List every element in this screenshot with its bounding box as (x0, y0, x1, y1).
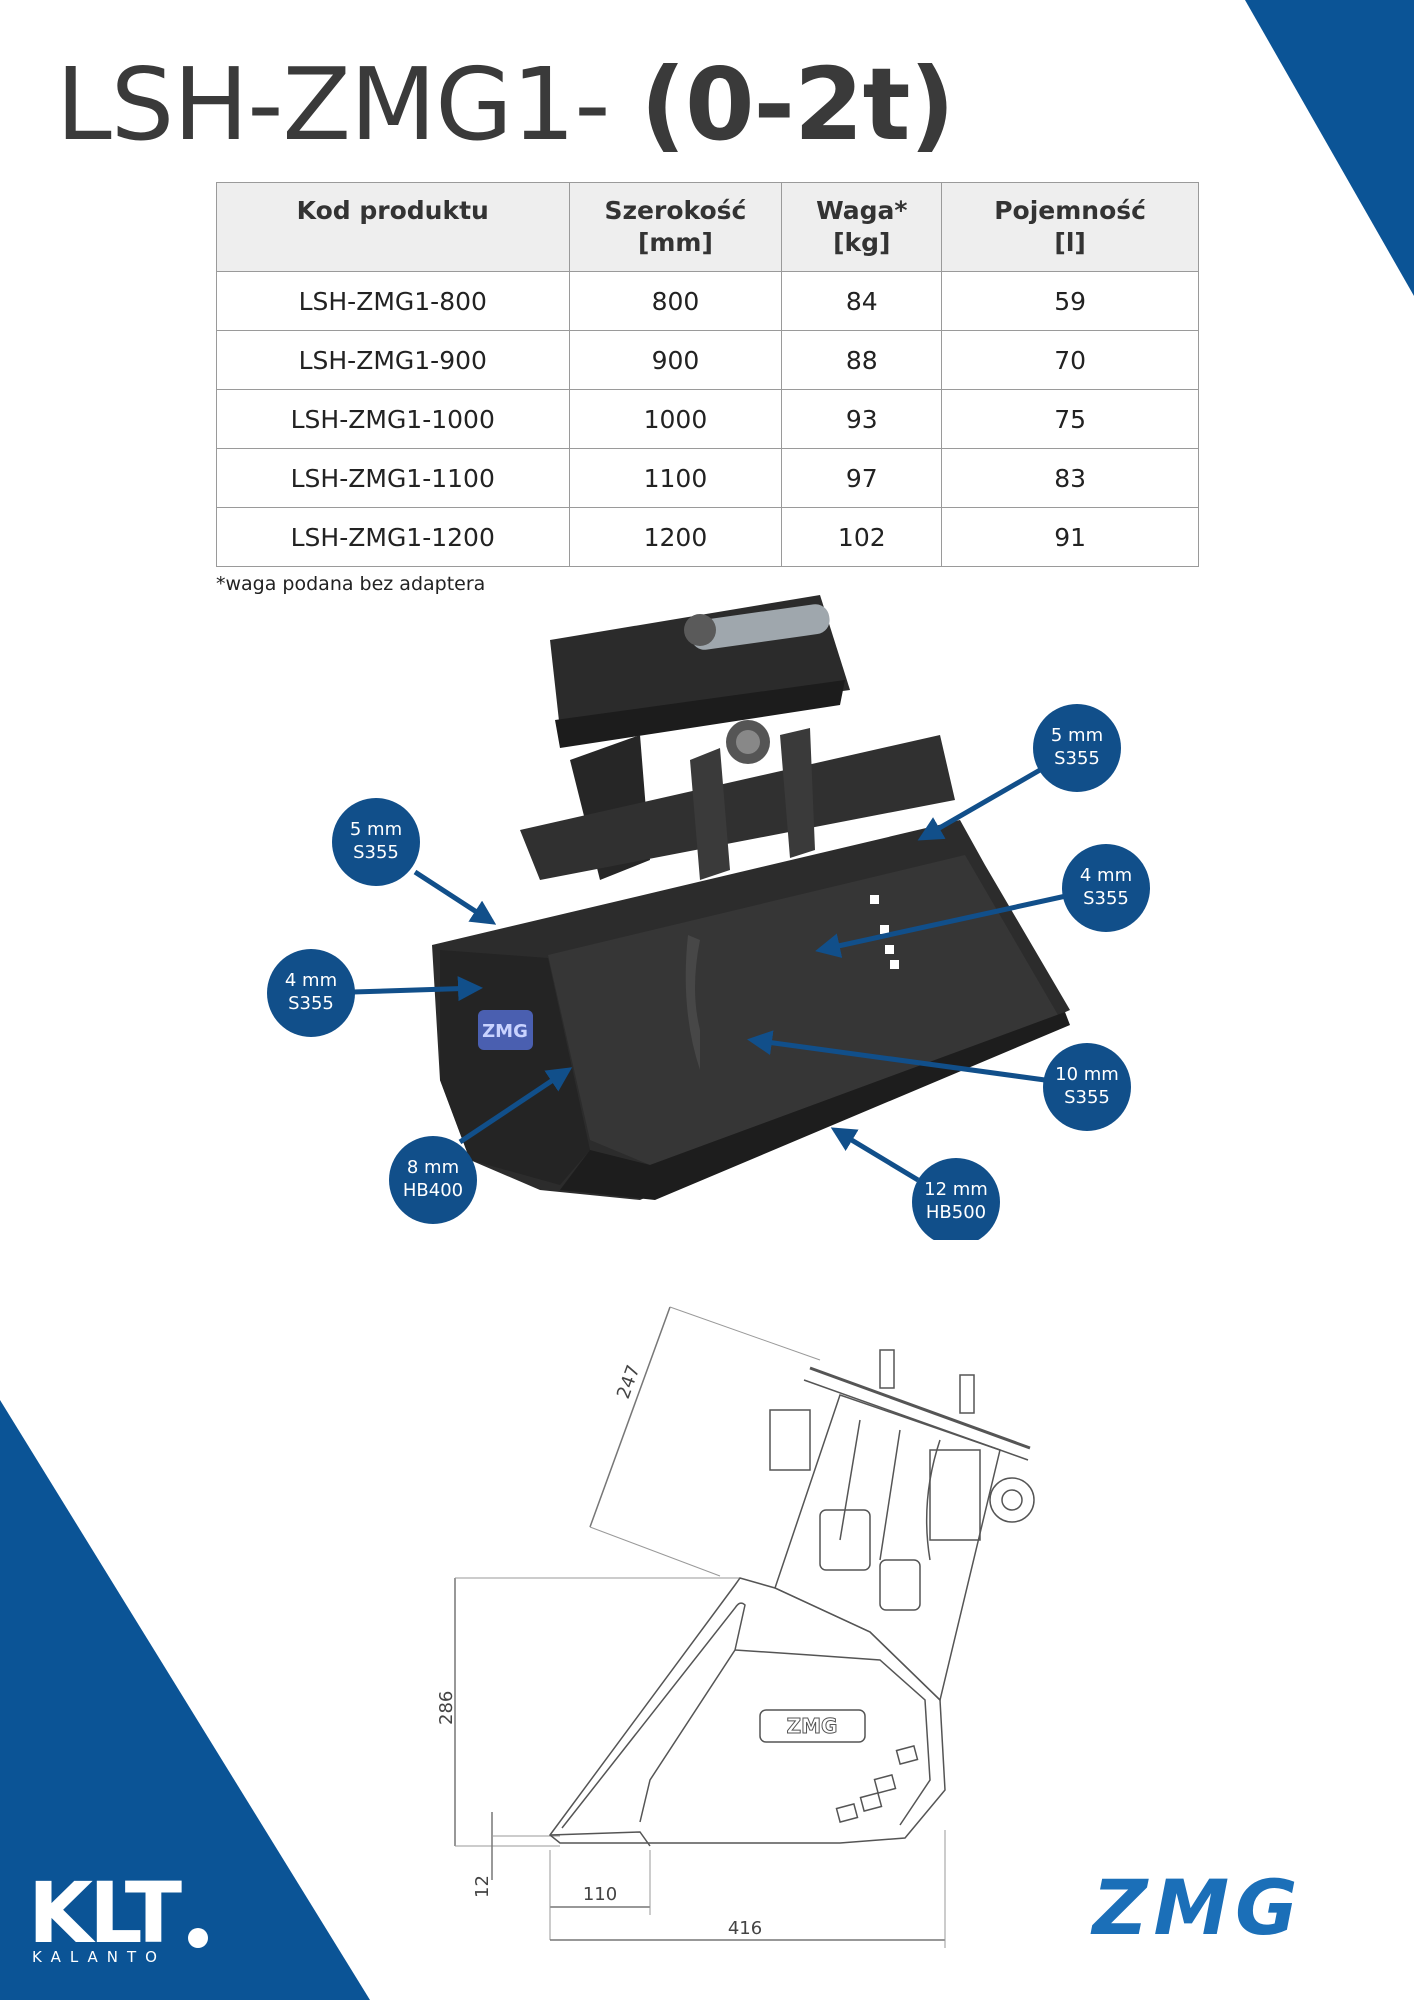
dimension-247: 247 (613, 1362, 644, 1401)
cell-weight: 88 (781, 330, 943, 390)
zmg-logo: ZMG (1090, 1870, 1303, 1942)
cell-width: 1000 (568, 389, 783, 449)
cell-product-code: LSH-ZMG1-800 (216, 271, 570, 331)
title-model: LSH-ZMG1- (56, 46, 641, 163)
technical-drawing: 247 286 12 110 416 ZMG (436, 1306, 1035, 1948)
callout-12mm: 12 mm HB500 (830, 1127, 1000, 1240)
svg-text:ZMG: ZMG (787, 1714, 838, 1738)
title-range: (0-2t) (640, 46, 955, 163)
hitch-mechanism (769, 1349, 1035, 1702)
cell-width: 1200 (568, 507, 783, 567)
header-weight: Waga*[kg] (781, 182, 943, 272)
svg-text:S355: S355 (353, 842, 399, 863)
svg-text:5 mm: 5 mm (350, 819, 402, 840)
callout-4mm-left: 4 mm S355 (267, 949, 483, 1037)
svg-text:10 mm: 10 mm (1055, 1064, 1119, 1085)
svg-text:5 mm: 5 mm (1051, 725, 1103, 746)
cell-weight: 84 (781, 271, 943, 331)
bucket-logo-badge (478, 1010, 533, 1050)
table-row: LSH-ZMG1-1000 1000 93 75 (216, 389, 1199, 449)
cell-weight: 102 (781, 507, 943, 567)
svg-text:HB400: HB400 (403, 1180, 463, 1201)
svg-text:8 mm: 8 mm (407, 1157, 459, 1178)
callout-4mm-right: 4 mm S355 (815, 844, 1150, 958)
cell-width: 900 (568, 330, 783, 390)
cell-capacity: 91 (941, 507, 1199, 567)
dimension-12: 12 (472, 1875, 493, 1898)
cell-weight: 97 (781, 448, 943, 508)
callout-5mm-right: 5 mm S355 (917, 704, 1121, 841)
bucket-profile (548, 1577, 946, 1847)
svg-text:S355: S355 (1083, 888, 1129, 909)
corner-triangle-bottom-left (0, 1400, 370, 2000)
svg-text:ZMG: ZMG (1090, 1870, 1303, 1942)
svg-text:12 mm: 12 mm (924, 1179, 988, 1200)
bucket-logo-outline: ZMG (759, 1709, 866, 1743)
table-row: LSH-ZMG1-1100 1100 97 83 (216, 448, 1199, 508)
svg-text:4 mm: 4 mm (1080, 865, 1132, 886)
cell-capacity: 83 (941, 448, 1199, 508)
table-row: LSH-ZMG1-800 800 84 59 (216, 271, 1199, 331)
bucket-photo: ZMG 5 mm S355 5 mm S355 4 mm S355 4 mm S… (267, 595, 1150, 1240)
cell-capacity: 75 (941, 389, 1199, 449)
cell-product-code: LSH-ZMG1-1200 (216, 507, 570, 567)
cell-product-code: LSH-ZMG1-1000 (216, 389, 570, 449)
page-title: LSH-ZMG1- (0-2t) (56, 40, 955, 170)
bucket-body: ZMG (432, 820, 1070, 1200)
svg-text:S355: S355 (1064, 1087, 1110, 1108)
svg-text:S355: S355 (288, 993, 334, 1014)
dimension-286: 286 (436, 1691, 457, 1725)
cell-weight: 93 (781, 389, 943, 449)
svg-text:HB500: HB500 (926, 1202, 986, 1223)
cell-width: 1100 (568, 448, 783, 508)
table-row: LSH-ZMG1-1200 1200 102 91 (216, 507, 1199, 567)
bucket-logo-text: ZMG (482, 1021, 528, 1042)
cell-capacity: 59 (941, 271, 1199, 331)
svg-text:S355: S355 (1054, 748, 1100, 769)
header-product-code: Kod produktu (216, 182, 570, 272)
mounting-bracket (520, 595, 955, 880)
dimension-110: 110 (583, 1884, 617, 1905)
table-header-row: Kod produktu Szerokość[mm] Waga*[kg] Poj… (216, 182, 1199, 272)
klt-logo: KLT (28, 1864, 208, 1962)
cell-product-code: LSH-ZMG1-900 (216, 330, 570, 390)
dimension-416: 416 (728, 1918, 762, 1939)
cell-capacity: 70 (941, 330, 1199, 390)
callout-5mm-left: 5 mm S355 (332, 798, 497, 925)
cell-product-code: LSH-ZMG1-1100 (216, 448, 570, 508)
table-row: LSH-ZMG1-900 900 88 70 (216, 330, 1199, 390)
callout-10mm: 10 mm S355 (747, 1030, 1131, 1131)
cell-width: 800 (568, 271, 783, 331)
callout-8mm: 8 mm HB400 (389, 1067, 573, 1224)
klt-logo-subtitle: KALANTO (32, 1948, 166, 1966)
svg-text:4 mm: 4 mm (285, 970, 337, 991)
spec-table: Kod produktu Szerokość[mm] Waga*[kg] Poj… (216, 182, 1199, 567)
header-width: Szerokość[mm] (568, 182, 783, 272)
svg-text:KLT: KLT (28, 1864, 182, 1962)
weight-footnote: *waga podana bez adaptera (216, 573, 486, 595)
header-capacity: Pojemność[l] (941, 182, 1199, 272)
